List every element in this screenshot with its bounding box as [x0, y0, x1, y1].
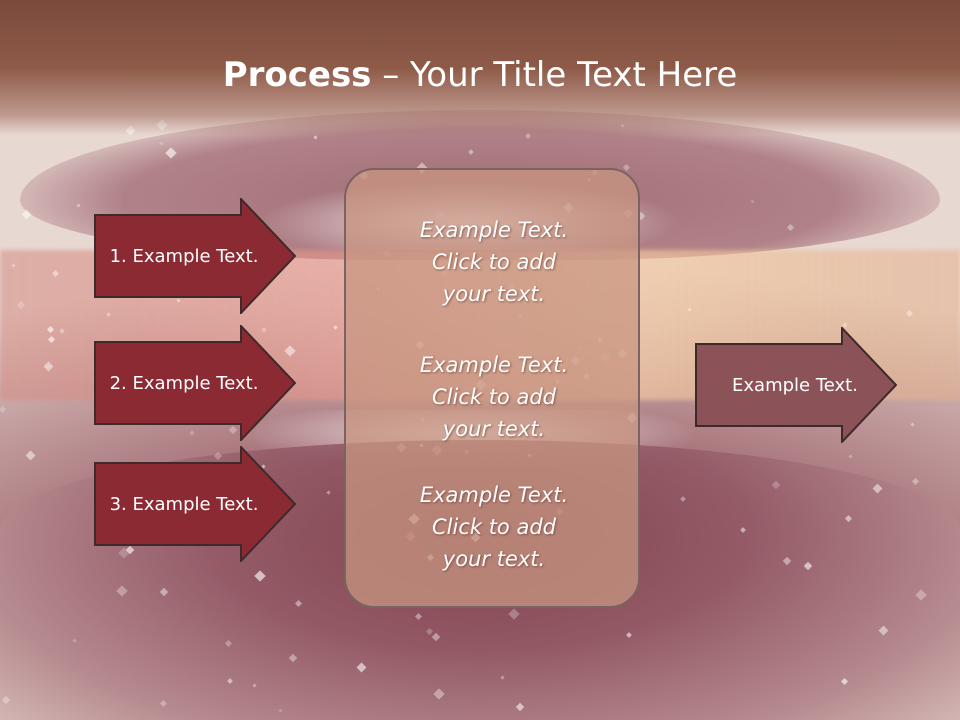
center-item-3-line2: Click to add — [431, 515, 556, 539]
center-item-3-line3: your text. — [442, 547, 546, 571]
slide-title[interactable]: Process – Your Title Text Here — [0, 55, 960, 95]
center-item-2-line3: your text. — [442, 417, 546, 441]
center-item-1-line3: your text. — [442, 282, 546, 306]
center-item-1-line1: Example Text. — [419, 218, 569, 242]
step-arrow-2-label: 2. Example Text. — [109, 372, 259, 394]
step-arrow-2[interactable]: 2. Example Text. — [94, 325, 296, 441]
center-text-box[interactable]: Example Text. Click to add your text. Ex… — [344, 168, 640, 608]
step-arrow-1[interactable]: 1. Example Text. — [94, 198, 296, 314]
title-bar — [0, 0, 960, 135]
result-arrow-label: Example Text. — [732, 374, 858, 396]
step-arrow-3[interactable]: 3. Example Text. — [94, 446, 296, 562]
center-item-1[interactable]: Example Text. Click to add your text. — [346, 214, 642, 310]
result-arrow[interactable]: Example Text. — [695, 327, 897, 443]
center-item-2-line2: Click to add — [431, 385, 556, 409]
step-arrow-1-label: 1. Example Text. — [109, 245, 259, 267]
center-item-2-line1: Example Text. — [419, 353, 569, 377]
center-item-2[interactable]: Example Text. Click to add your text. — [346, 349, 642, 445]
step-arrow-3-label: 3. Example Text. — [109, 493, 259, 515]
title-bold: Process — [222, 55, 372, 95]
center-item-3-line1: Example Text. — [419, 483, 569, 507]
title-rest: – Your Title Text Here — [371, 55, 738, 95]
center-item-1-line2: Click to add — [431, 250, 556, 274]
center-item-3[interactable]: Example Text. Click to add your text. — [346, 479, 642, 575]
